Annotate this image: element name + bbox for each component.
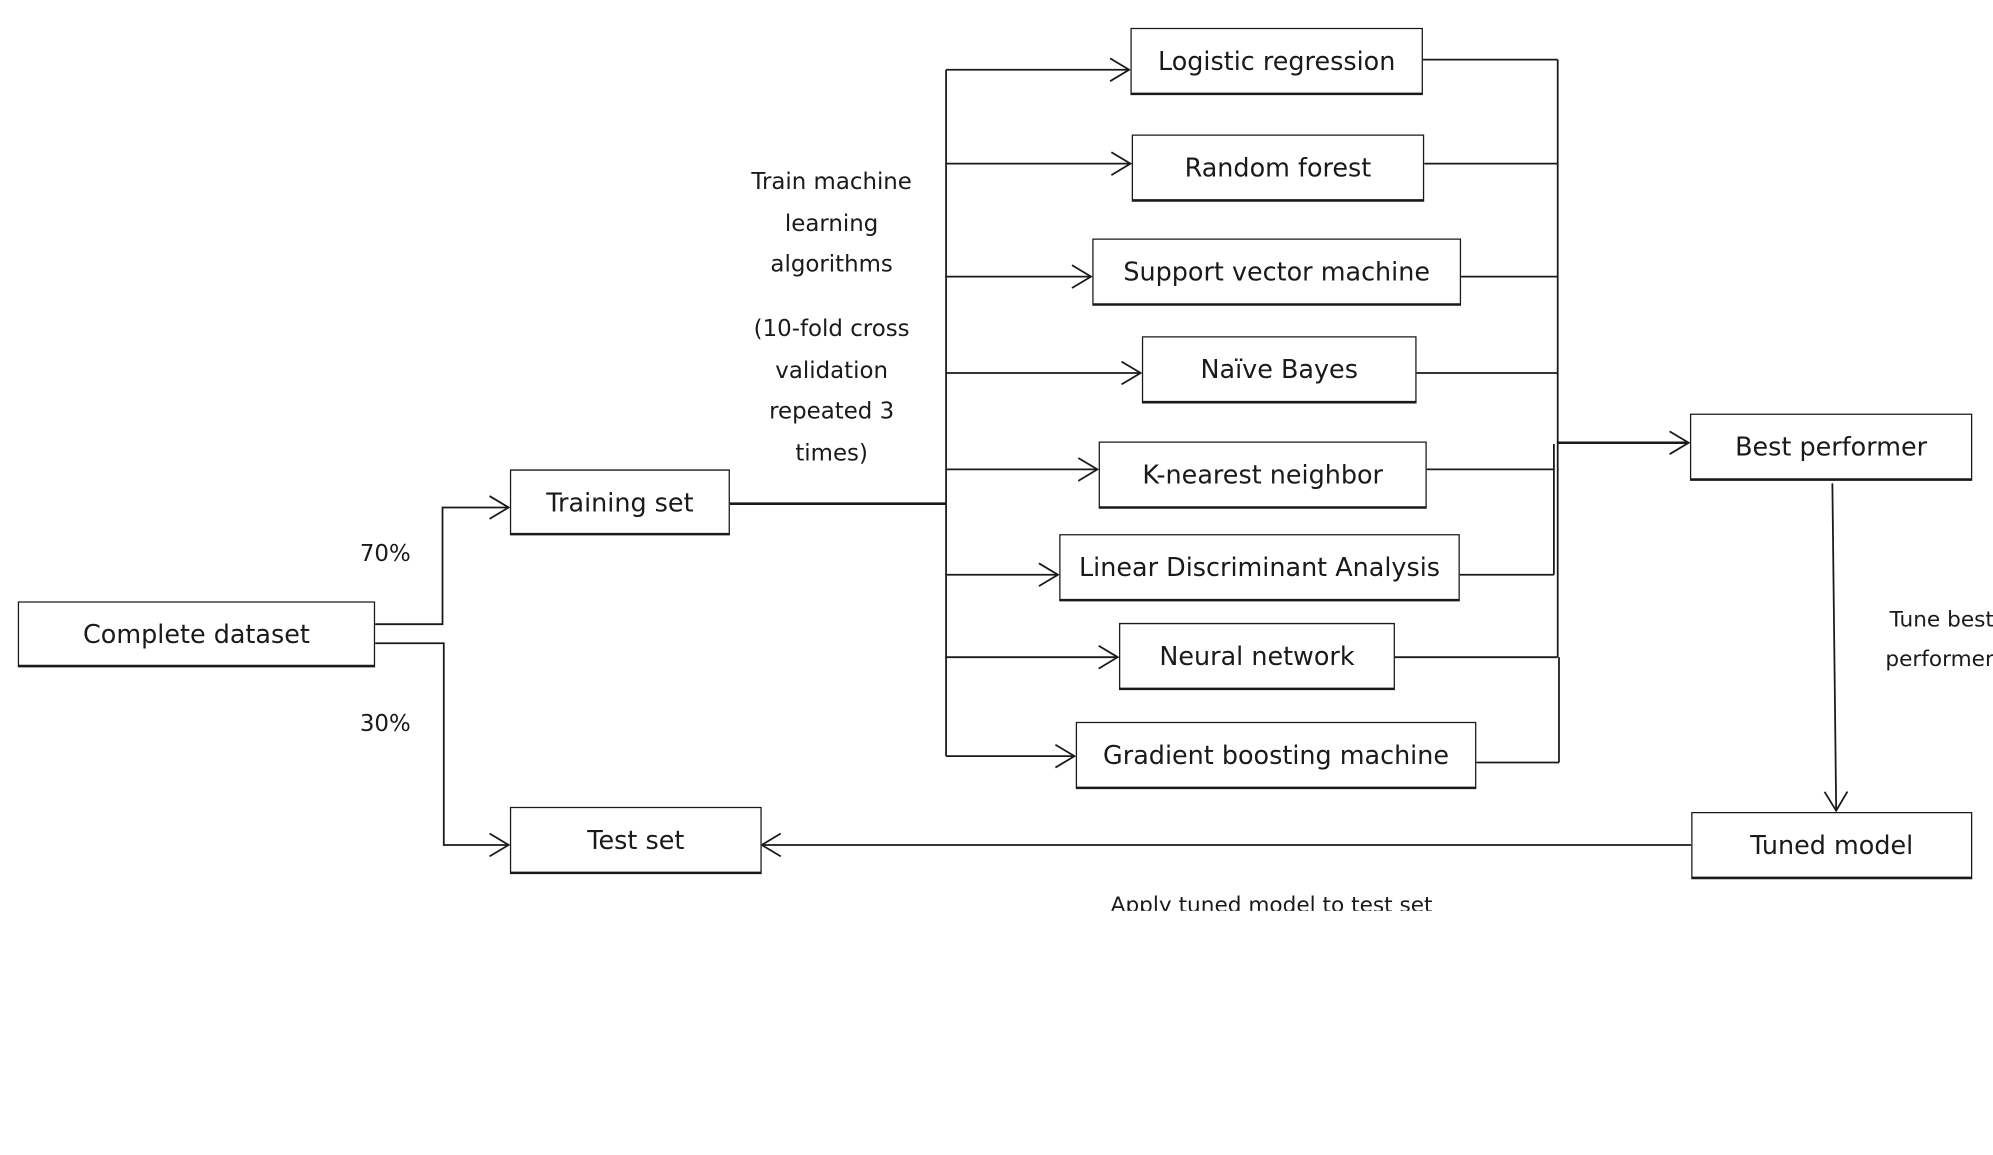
tuned-model-node: Tuned model <box>1691 811 1973 880</box>
split-70-label: 70% <box>359 540 411 568</box>
edge-tune-best-performer <box>1823 483 1849 813</box>
logistic-regression-node: Logistic regression <box>1130 27 1423 96</box>
test-set-node: Test set <box>509 806 762 875</box>
train-algorithms-line: Train machine <box>751 168 912 196</box>
training-set-node: Training set <box>509 469 730 536</box>
cross-validation-line: times) <box>795 439 868 467</box>
tune-best-performer-line: performer <box>1885 647 1993 673</box>
edge-split-70 <box>375 495 511 626</box>
best-performer-node: Best performer <box>1689 413 1973 481</box>
random-forest-node: Random forest <box>1131 134 1425 202</box>
tune-best-performer-label: Tune best performer <box>1859 601 1993 680</box>
cross-validation-line: (10-fold cross <box>753 315 910 343</box>
naive-bayes-node: Naïve Bayes <box>1141 336 1417 404</box>
k-nearest-neighbor-node: K-nearest neighbor <box>1098 441 1427 509</box>
edge-split-30 <box>375 642 511 858</box>
complete-dataset-node: Complete dataset <box>17 601 376 668</box>
train-algorithms-line: learning <box>784 209 879 237</box>
gradient-boosting-machine-node: Gradient boosting machine <box>1075 721 1477 790</box>
support-vector-machine-node: Support vector machine <box>1092 238 1462 306</box>
train-algorithms-line: algorithms <box>770 251 893 278</box>
cross-validation-label: (10-fold cross validation repeated 3 tim… <box>730 310 933 475</box>
cross-validation-line: validation <box>775 357 888 384</box>
connector-lines <box>375 57 1849 858</box>
tune-best-performer-line: Tune best <box>1889 607 1993 634</box>
train-algorithms-label: Train machine learning algorithms <box>730 162 933 286</box>
cross-validation-line: repeated 3 <box>769 398 895 426</box>
neural-network-node: Neural network <box>1119 622 1395 691</box>
apply-tuned-model-label: Apply tuned model to test set <box>1110 893 1433 911</box>
linear-discriminant-analysis-node: Linear Discriminant Analysis <box>1059 534 1460 602</box>
split-30-label: 30% <box>359 710 411 738</box>
